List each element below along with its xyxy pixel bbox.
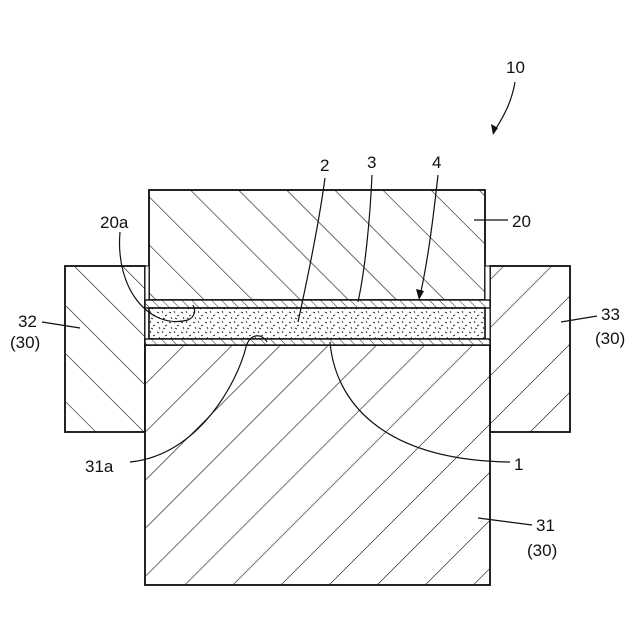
layer-2 <box>149 308 485 339</box>
label-31-group: (30) <box>527 541 557 560</box>
right-block-33 <box>490 266 570 432</box>
label-32-group: (30) <box>10 333 40 352</box>
label-10: 10 <box>506 58 525 77</box>
label-2: 2 <box>320 156 329 175</box>
label-20: 20 <box>512 212 531 231</box>
label-3: 3 <box>367 153 376 172</box>
base-block-31 <box>145 345 490 585</box>
left-block-32 <box>65 266 145 432</box>
layer-3 <box>145 300 490 308</box>
label-31: 31 <box>536 516 555 535</box>
label-1: 1 <box>514 455 523 474</box>
label-4: 4 <box>432 153 441 172</box>
label-20a: 20a <box>100 213 129 232</box>
arrowhead-10 <box>491 124 498 135</box>
leader-10 <box>493 82 515 133</box>
label-31a: 31a <box>85 457 114 476</box>
layer-1 <box>145 339 490 345</box>
label-33: 33 <box>601 305 620 324</box>
label-32: 32 <box>18 312 37 331</box>
label-33-group: (30) <box>595 329 625 348</box>
